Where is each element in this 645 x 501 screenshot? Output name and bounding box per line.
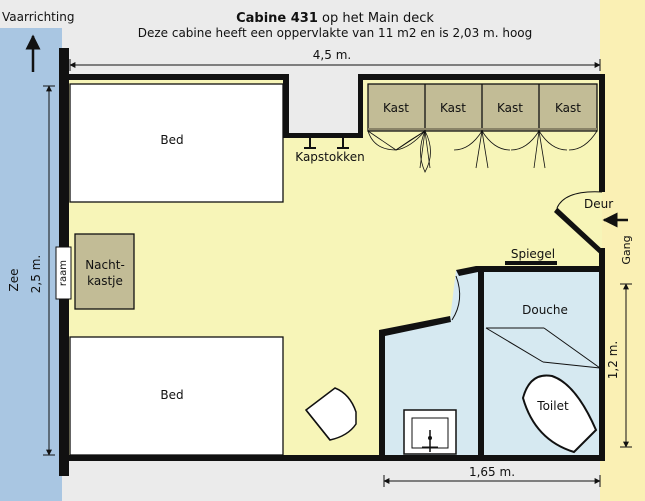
page-title: Cabine 431 op het Main deck	[236, 11, 434, 26]
closets	[367, 83, 598, 173]
window	[55, 246, 72, 300]
chair	[304, 387, 357, 441]
nightstand-label-line1: Nacht-	[85, 258, 125, 272]
sink	[403, 409, 457, 455]
bed-top	[69, 83, 284, 203]
bed-top-label: Bed	[160, 133, 183, 147]
door-label: Deur	[584, 197, 613, 211]
direction-label: Vaarrichting	[2, 10, 74, 24]
coat-hooks-label: Kapstokken	[295, 150, 364, 164]
cabin-door[interactable]	[556, 191, 603, 251]
nightstand	[74, 233, 135, 310]
page-subtitle: Deze cabine heeft een oppervlakte van 11…	[138, 26, 533, 40]
width-dimension-label: 4,5 m.	[313, 48, 351, 62]
bathroom-depth-label: 1,2 m.	[606, 341, 620, 379]
toilet	[521, 374, 598, 454]
sea-label: Zee	[7, 269, 21, 292]
window-label: raam	[58, 260, 69, 286]
bathroom-width-label: 1,65 m.	[469, 465, 515, 479]
length-dimension-label: 2,5 m.	[29, 255, 43, 293]
mirror	[505, 261, 557, 265]
coat-hooks	[304, 138, 349, 149]
shower-label: Douche	[522, 303, 568, 317]
closet-1-label: Kast	[383, 101, 409, 115]
cabin-number: Cabine 431	[236, 11, 318, 26]
bed-bottom	[69, 336, 284, 456]
bathroom-door[interactable]	[451, 275, 461, 321]
corridor-label: Gang	[620, 235, 633, 264]
mirror-label: Spiegel	[511, 247, 555, 261]
closet-4-label: Kast	[555, 101, 581, 115]
toilet-label: Toilet	[536, 399, 569, 413]
deck-suffix: op het Main deck	[318, 11, 435, 26]
closet-3-label: Kast	[497, 101, 523, 115]
corridor-strip	[600, 0, 645, 501]
bed-bottom-label: Bed	[160, 388, 183, 402]
nightstand-label-line2: kastje	[87, 274, 123, 288]
closet-2-label: Kast	[440, 101, 466, 115]
shower	[485, 327, 601, 369]
